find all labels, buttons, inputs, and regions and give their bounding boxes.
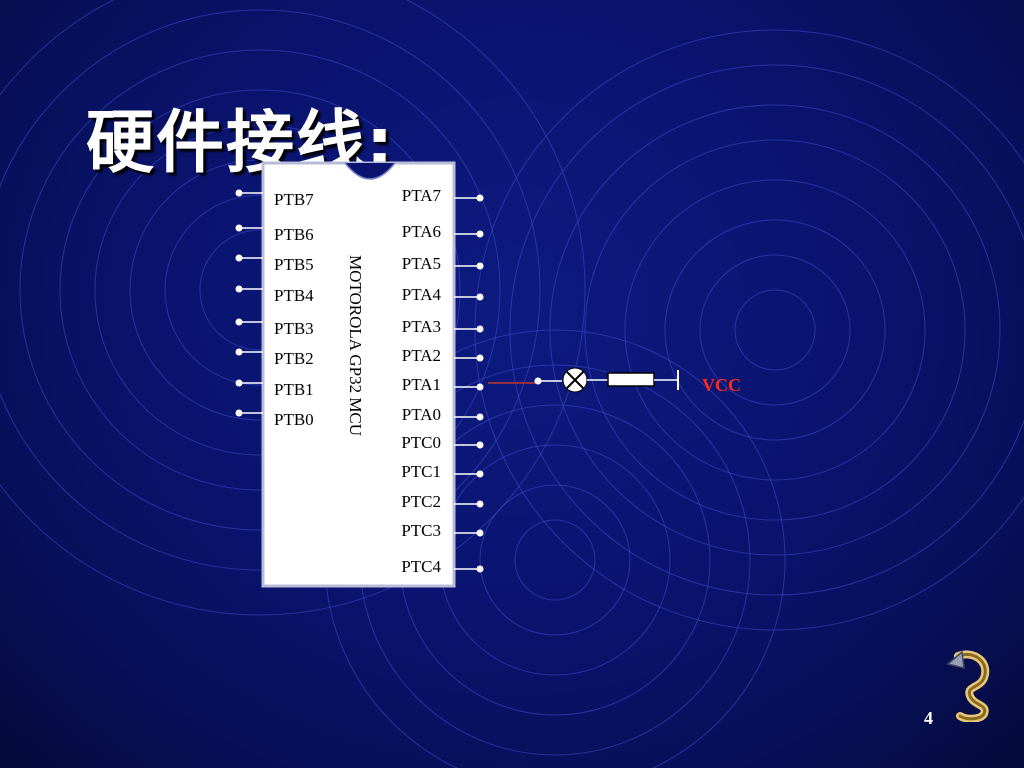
pin-dot	[476, 441, 484, 449]
pin-dot	[476, 383, 484, 391]
pin-label-pta2: PTA2	[402, 346, 441, 365]
pin-dot	[476, 293, 484, 301]
bg-ring	[509, 64, 1024, 596]
pin-dot	[476, 413, 484, 421]
pin-label-pta6: PTA6	[402, 222, 441, 241]
pin-label-ptb4: PTB4	[274, 286, 314, 305]
pin-label-ptb3: PTB3	[274, 319, 314, 338]
pin-label-ptc0: PTC0	[401, 433, 441, 452]
pin-dot	[476, 565, 484, 573]
bg-ring	[734, 289, 816, 371]
lamp-icon	[562, 367, 588, 393]
bg-ring	[514, 519, 596, 601]
pin-label-ptb1: PTB1	[274, 380, 314, 399]
pin-label-pta5: PTA5	[402, 254, 441, 273]
pin-label-ptb7: PTB7	[274, 190, 314, 209]
bg-ring	[474, 29, 1024, 631]
pin-label-ptc1: PTC1	[401, 462, 441, 481]
bg-ring	[19, 49, 501, 531]
pin-label-ptb6: PTB6	[274, 225, 314, 244]
pin-label-ptc3: PTC3	[401, 521, 441, 540]
pin-label-ptb5: PTB5	[274, 255, 314, 274]
bg-ring	[0, 0, 586, 616]
bg-ring	[59, 89, 461, 491]
pin-dot	[476, 262, 484, 270]
pin-dot	[476, 194, 484, 202]
pin-label-ptc4: PTC4	[401, 557, 441, 576]
chip-name-label: MOTOROLA GP32 MCU	[346, 255, 365, 436]
pin-dot	[476, 500, 484, 508]
pin-dot	[476, 325, 484, 333]
resistor-icon	[607, 372, 655, 387]
bg-ring	[624, 179, 926, 481]
pin-label-pta0: PTA0	[402, 405, 441, 424]
pin-label-pta7: PTA7	[402, 186, 442, 205]
pin-dot	[476, 230, 484, 238]
bg-ring	[479, 484, 631, 636]
right-pin-group: PTA7PTA6PTA5PTA4PTA3PTA2PTA1PTA0PTC0PTC1…	[401, 186, 484, 576]
pin-label-ptb2: PTB2	[274, 349, 314, 368]
bg-ring	[664, 219, 886, 441]
return-arrow-icon[interactable]	[944, 650, 992, 722]
pin-dot	[476, 354, 484, 362]
pin-label-pta4: PTA4	[402, 285, 442, 304]
pin-label-pta3: PTA3	[402, 317, 441, 336]
chip-notch	[344, 162, 396, 180]
page-number: 4	[924, 708, 933, 728]
pin-label-pta1: PTA1	[402, 375, 441, 394]
vcc-label: VCC	[702, 375, 741, 395]
pin-label-ptb0: PTB0	[274, 410, 314, 429]
bg-ring	[584, 139, 966, 521]
pin-label-ptc2: PTC2	[401, 492, 441, 511]
pin-dot	[476, 529, 484, 537]
bg-ring	[0, 9, 541, 571]
pin-dot	[476, 470, 484, 478]
mcu-chip-body	[261, 161, 456, 588]
bg-ring	[699, 254, 851, 406]
